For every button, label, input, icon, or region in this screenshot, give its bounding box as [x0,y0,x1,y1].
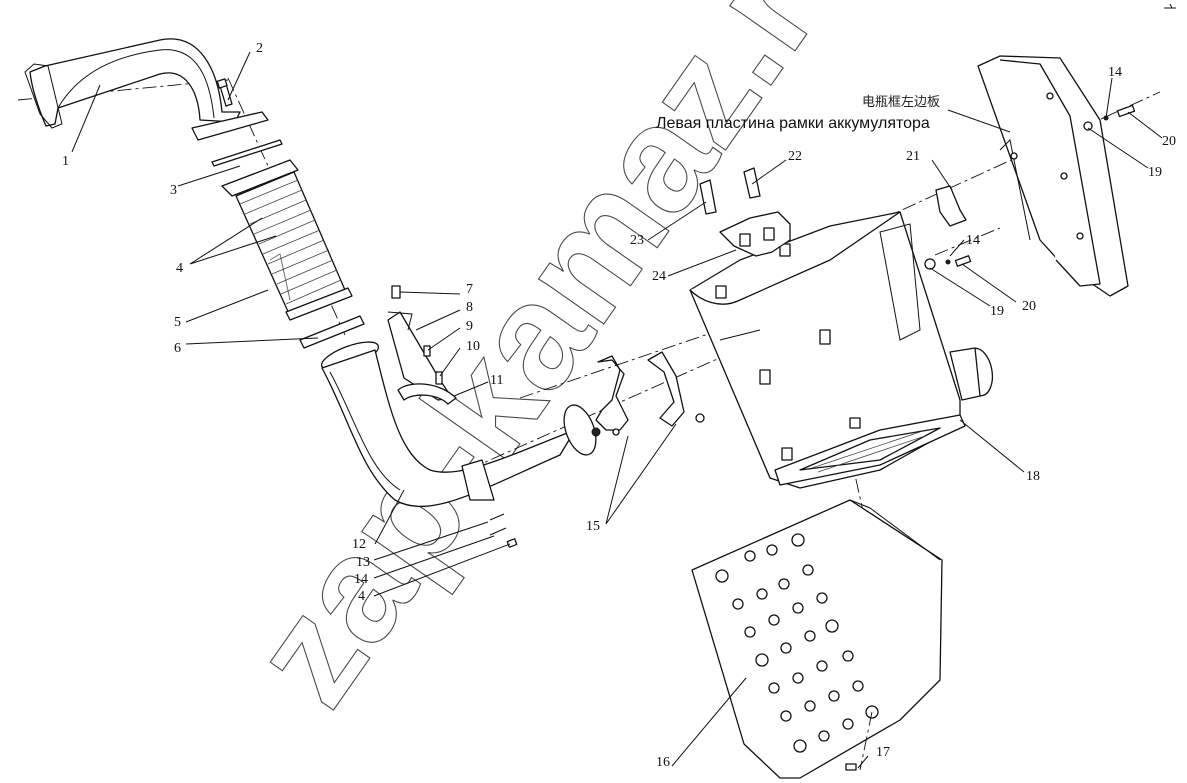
note-chinese: 电瓶框左边板 [862,95,940,110]
callout-12: 12 [352,537,366,552]
upper-exhaust-pipe [24,38,241,129]
callout-21: 21 [906,149,920,164]
leader-lines [71,51,1163,769]
flexible-bellows-hose [221,159,353,321]
callout-6: 6 [174,341,181,356]
note-russian: Левая пластина рамки аккумулятора [656,115,930,132]
bracket-21 [935,185,967,227]
corner-mark [1164,3,1176,9]
callout-18: 18 [1026,469,1040,484]
fasteners-14-19-20-middle [924,255,972,270]
bolt-17 [845,711,873,771]
callout-22: 22 [788,149,802,164]
callout-19-top: 19 [1148,165,1162,180]
muffler-18 [689,211,994,489]
callout-24: 24 [652,269,666,284]
fasteners-14-19-20-top [1083,104,1136,131]
callout-3: 3 [170,183,177,198]
callout-13: 13 [356,555,370,570]
lower-exhaust-pipe [320,341,597,508]
callout-14-middle: 14 [966,233,980,248]
callout-5: 5 [174,315,181,330]
gasket-3 [211,139,283,167]
callout-20-top: 20 [1162,134,1176,149]
callout-20-middle: 20 [1022,299,1036,314]
callout-4: 4 [176,261,183,276]
callout-labels: 1 2 3 4 5 6 7 8 9 10 11 12 13 14 4 15 16… [62,41,1176,770]
upper-flange [191,111,269,141]
callout-17: 17 [876,745,890,760]
callout-2: 2 [256,41,263,56]
mounting-bracket-24 [719,211,791,257]
callout-19-middle: 19 [990,304,1004,319]
callout-11: 11 [490,373,503,388]
heat-shield-16 [691,499,943,779]
clamp-6 [299,315,365,349]
callout-9: 9 [466,319,473,334]
bolt-2 [216,78,233,107]
callout-1: 1 [62,154,69,169]
callout-4-lower: 4 [358,589,365,604]
callout-8: 8 [466,300,473,315]
battery-frame-left-plate [977,55,1129,297]
callout-16: 16 [656,755,670,770]
clamp-pair-15 [591,351,705,437]
callout-15: 15 [586,519,600,534]
callout-23: 23 [630,233,644,248]
callout-14-top: 14 [1108,65,1122,80]
callout-14-lower: 14 [354,572,368,587]
bolts-22-23 [699,167,761,215]
bolts-7-10 [387,285,443,385]
heat-shield-holes [715,533,879,753]
callout-7: 7 [466,282,473,297]
callout-10: 10 [466,339,480,354]
